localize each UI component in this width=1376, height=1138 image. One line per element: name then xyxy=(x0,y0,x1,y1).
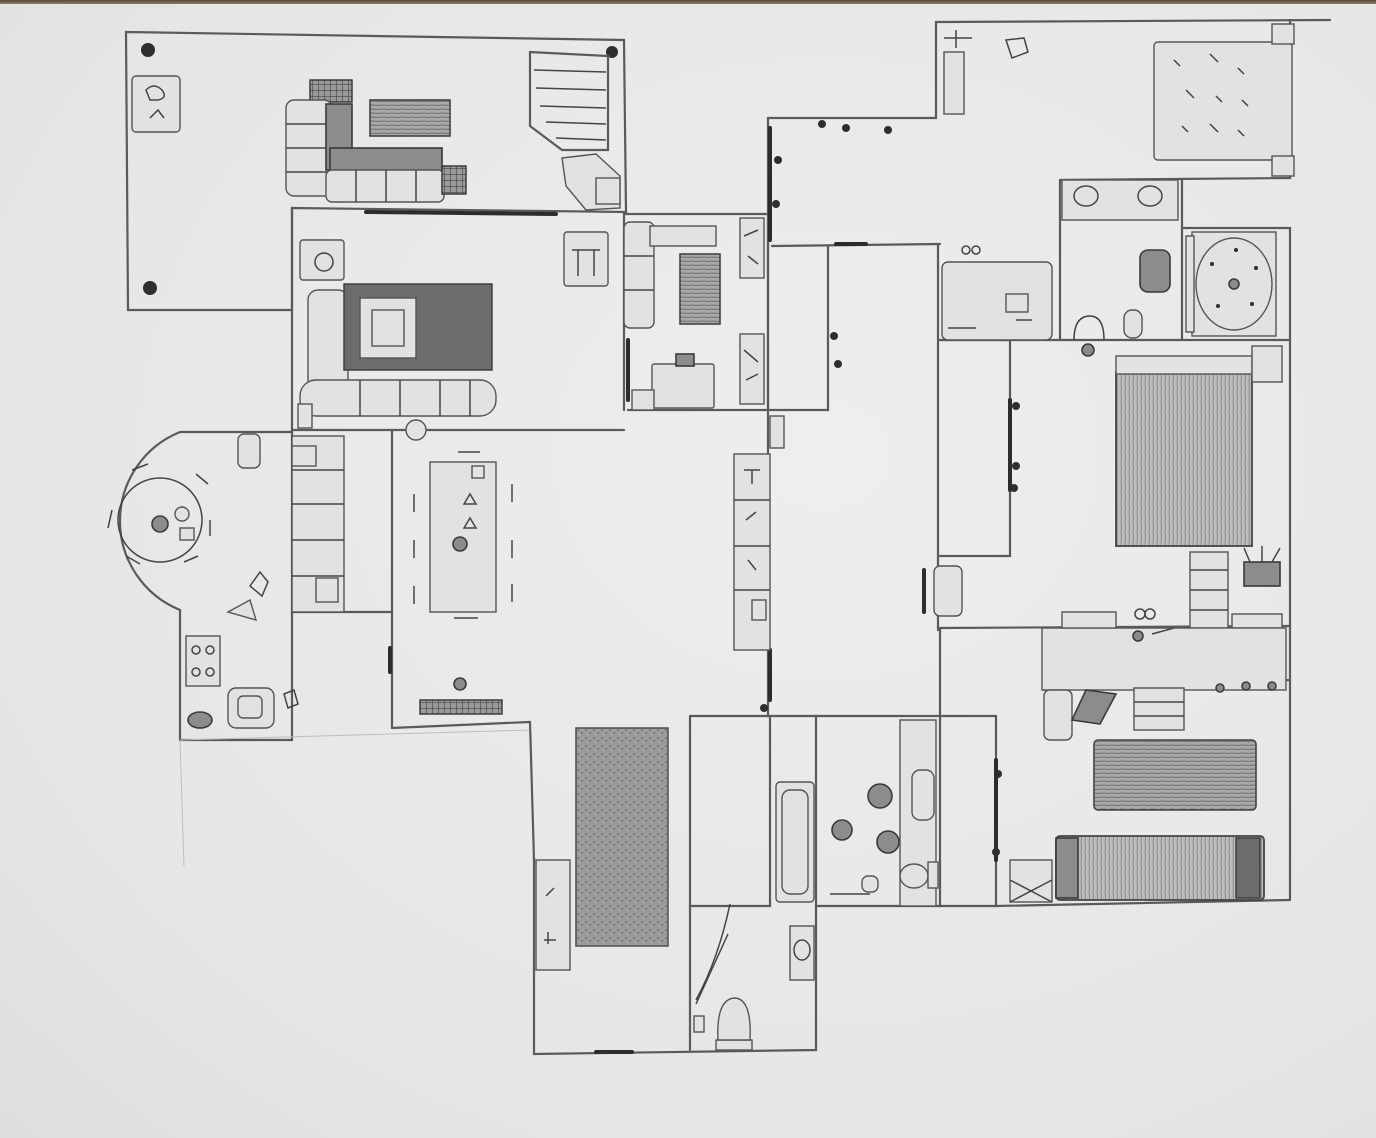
stairs-icon xyxy=(528,50,610,152)
main-bedroom xyxy=(933,343,1283,629)
dining xyxy=(413,451,513,715)
sink-icon xyxy=(227,687,275,729)
toilet-icon xyxy=(1073,309,1143,341)
bed-icon xyxy=(1153,23,1295,177)
round-table-icon xyxy=(107,463,211,565)
bathtub-icon xyxy=(775,781,815,903)
ensuite-bathroom xyxy=(941,179,1277,341)
wardrobe xyxy=(733,120,892,712)
entrance-hall xyxy=(535,727,731,1005)
sofa-icon xyxy=(623,221,717,329)
bathtub-icon xyxy=(1191,231,1277,337)
desk-icon xyxy=(631,353,715,411)
stove-icon xyxy=(185,635,221,687)
wc xyxy=(693,925,815,1051)
toilet-icon xyxy=(861,861,939,893)
plant-icon xyxy=(1243,546,1281,587)
rug-icon xyxy=(343,283,493,371)
terrace xyxy=(131,43,621,295)
table-edge xyxy=(0,0,1376,4)
living-room xyxy=(297,231,609,441)
toilet-icon xyxy=(715,997,753,1051)
bathroom xyxy=(775,719,939,907)
chair-icon xyxy=(561,153,621,211)
sink-icon xyxy=(1061,179,1179,221)
sofa-icon xyxy=(285,79,467,203)
office xyxy=(623,217,765,411)
doors-windows xyxy=(364,126,1012,1054)
bed-icon xyxy=(1115,355,1253,547)
sink-icon xyxy=(789,925,815,981)
kids-bedroom xyxy=(992,608,1287,903)
dining-table-icon xyxy=(413,451,513,619)
sofa-icon xyxy=(299,289,497,417)
bed-icon xyxy=(1055,739,1265,901)
kitchen xyxy=(107,433,345,729)
master-bedroom xyxy=(943,23,1295,177)
